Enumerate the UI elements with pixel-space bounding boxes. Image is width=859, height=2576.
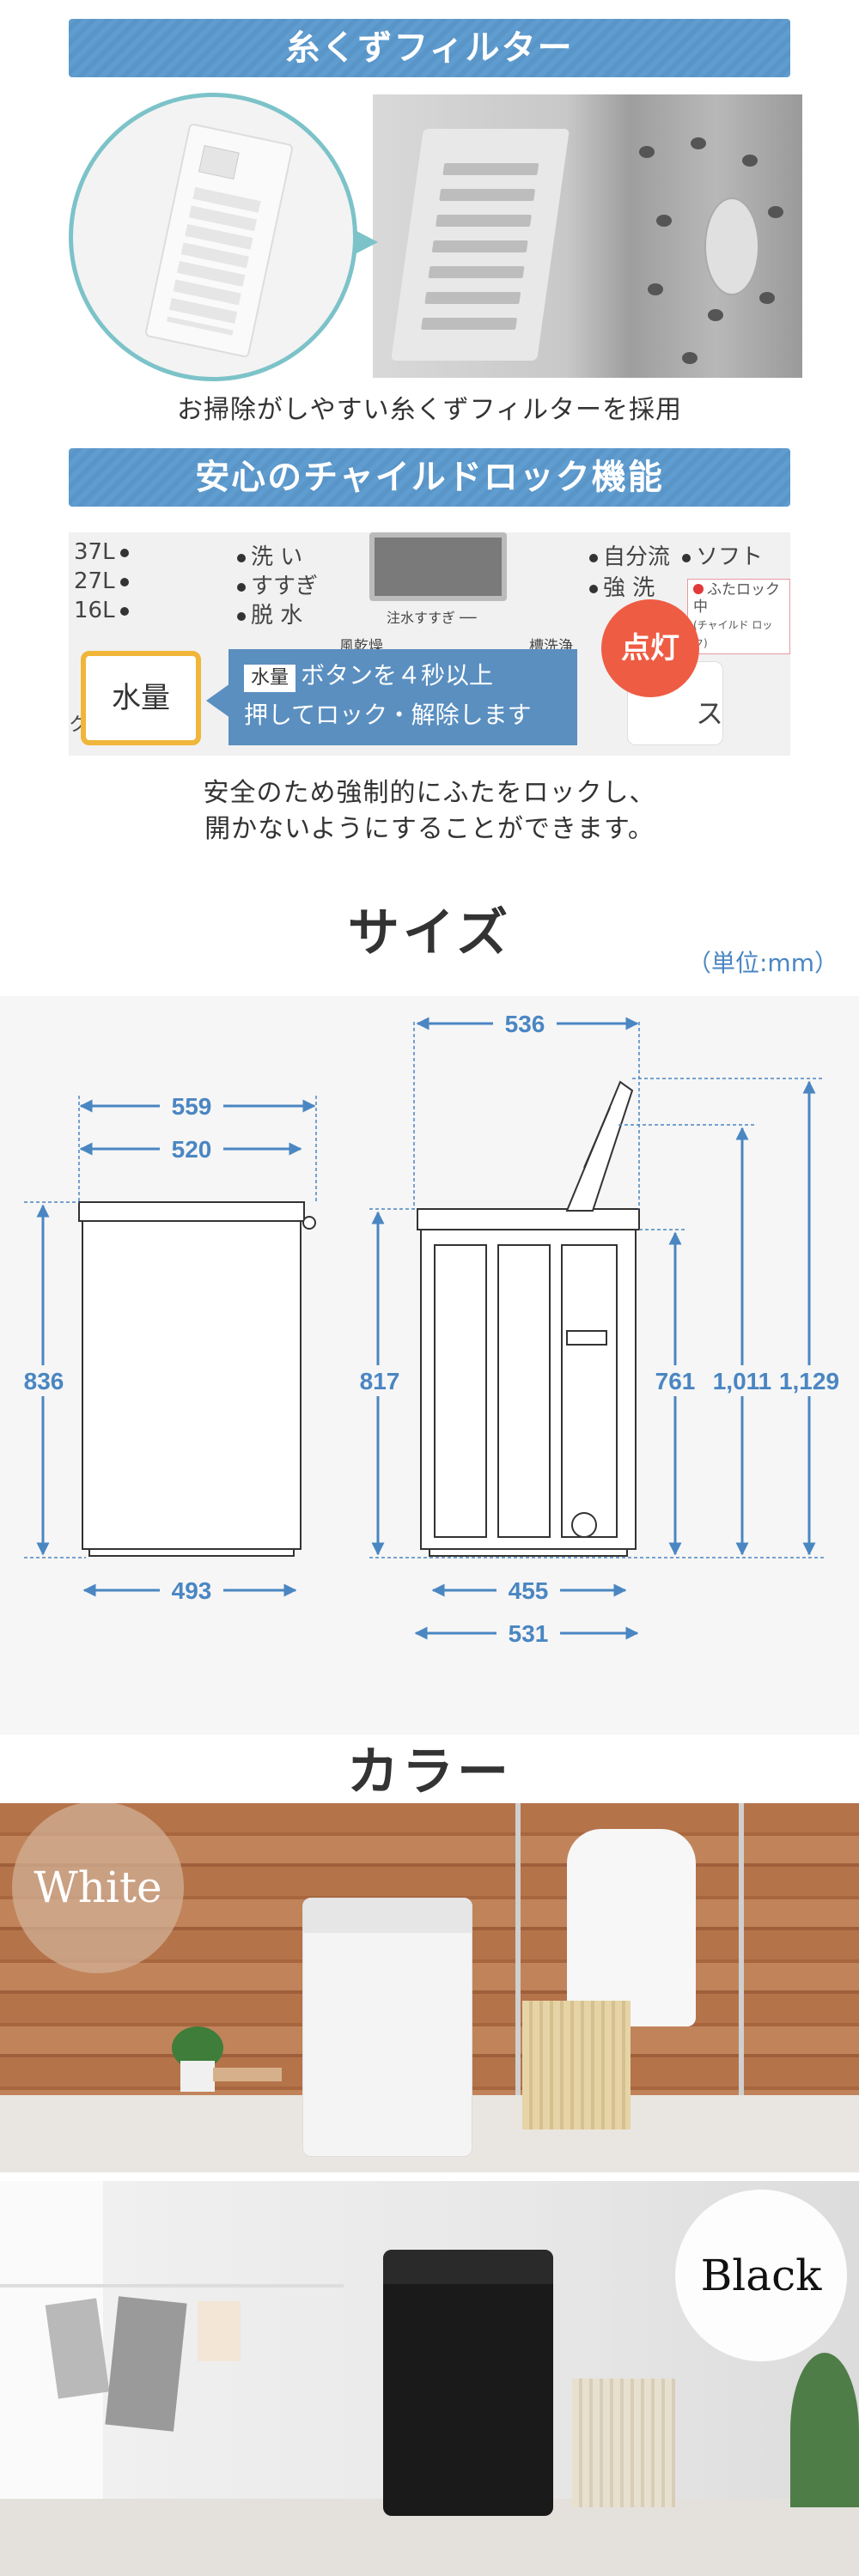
front-view [78, 1201, 316, 1557]
side-height-lid-open-label: 1,129 [779, 1368, 839, 1394]
black-washer [383, 2250, 553, 2516]
black-variant-photo: Black [0, 2181, 859, 2576]
front-width-base-label: 493 [172, 1577, 212, 1604]
child-lock-banner: 安心のチャイルドロック機能 [69, 448, 790, 507]
size-title: サイズ [347, 903, 512, 963]
child-lock-caption-line1: 安全のため強制的にふたをロックし、 [203, 778, 656, 808]
side-depth-body-label: 531 [509, 1620, 549, 1647]
side-view [417, 1080, 640, 1557]
lint-filter-part [143, 122, 295, 359]
front-height-label: 836 [24, 1368, 64, 1394]
tooltip-arrow [206, 683, 230, 718]
filter-title: 糸くずフィルター [285, 28, 574, 68]
side-height-label: 817 [360, 1368, 400, 1394]
filter-caption: お掃除がしやすい糸くずフィルターを採用 [176, 395, 683, 425]
front-width-body-label: 520 [172, 1136, 212, 1163]
filter-banner: 糸くずフィルター [69, 19, 790, 77]
child-lock-title: 安心のチャイルドロック機能 [195, 458, 664, 497]
tooltip-key-tag: 水量 [244, 665, 296, 692]
side-height-body-label: 761 [655, 1368, 696, 1394]
front-width-outer-label: 559 [172, 1093, 212, 1120]
drum-filter-panel [391, 129, 570, 361]
color-title: カラー [347, 1742, 512, 1802]
lock-lamp-badge: 点灯 [601, 599, 699, 697]
side-depth-top-label: 536 [505, 1011, 545, 1037]
display-screen [369, 532, 507, 601]
white-variant-photo: White [0, 1803, 859, 2172]
child-lock-caption-line2: 開かないようにすることができます。 [204, 814, 655, 844]
size-unit: （単位:mm） [687, 949, 838, 977]
black-badge: Black [675, 2190, 847, 2361]
control-panel-photo: 37L 27L 16L 洗 い すすぎ 脱 水 注水すすぎ ── 風乾燥 槽洗浄… [69, 532, 790, 756]
white-washer [302, 1898, 472, 2157]
side-height-lid-mid-label: 1,011 [713, 1368, 772, 1394]
white-badge: White [12, 1803, 184, 1973]
lock-indicator: ふたロック中 (チャイルド ロック) [687, 579, 790, 654]
dimension-diagram: 559 520 493 836 536 455 531 817 761 1,01… [0, 996, 859, 1735]
side-depth-base-label: 455 [509, 1577, 549, 1604]
water-level-button[interactable]: 水量 [81, 651, 201, 745]
filter-photo [373, 94, 802, 378]
dimension-drawing: 559 520 493 836 536 455 531 817 761 1,01… [17, 1010, 840, 1647]
lock-instruction-tooltip: 水量ボタンを４秒以上 押してロック・解除します [228, 649, 577, 745]
filter-zoom-circle [69, 93, 357, 381]
